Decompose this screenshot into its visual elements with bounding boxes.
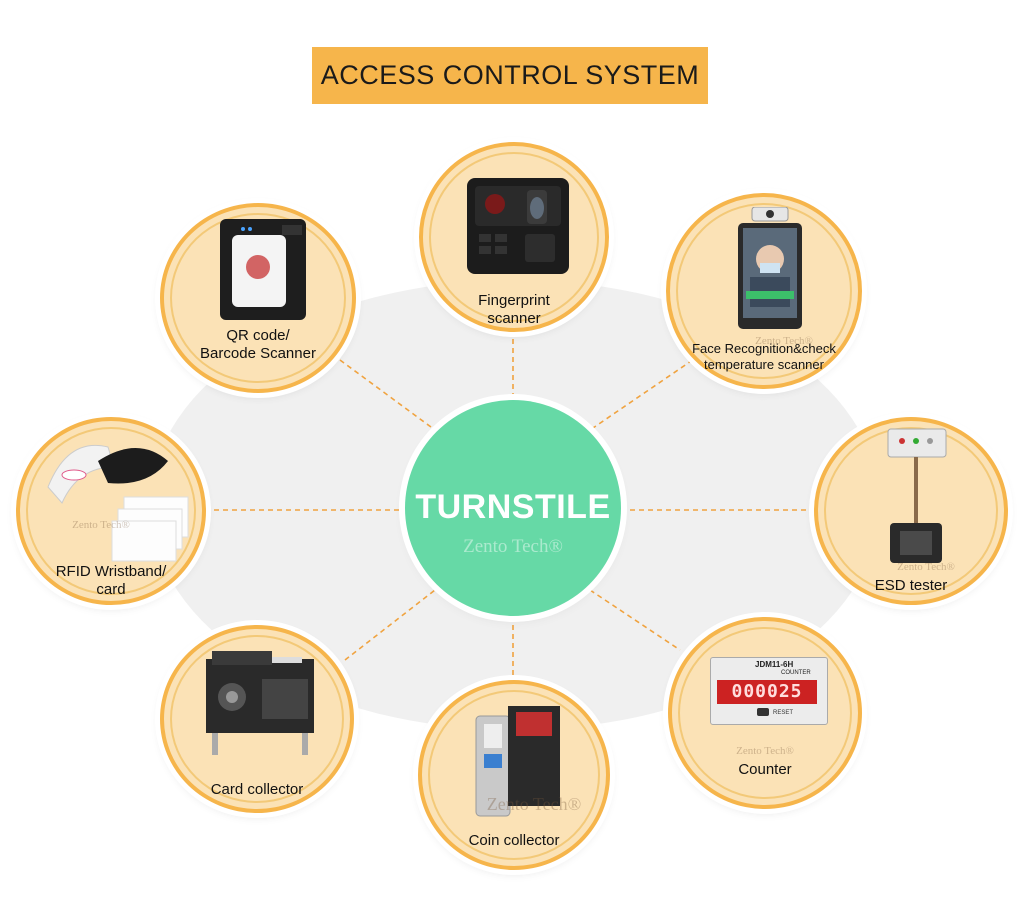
- counter-device: JDM11-6H COUNTER 000025 RESET: [710, 657, 828, 725]
- counter-reset-label: RESET: [773, 710, 794, 716]
- node-label: RFID Wristband/ card: [20, 563, 202, 599]
- label-line-2: temperature scanner: [704, 357, 824, 372]
- node-coin-collector: Zento Tech® Coin collector: [418, 680, 610, 870]
- label-line-1: QR code/: [226, 327, 290, 344]
- connector-card: [344, 589, 436, 661]
- label-line-1: Face Recognition&check: [692, 341, 836, 356]
- label-line-1: RFID Wristband/: [55, 563, 167, 580]
- node-qr-barcode-scanner: QR code/ Barcode Scanner: [160, 203, 356, 393]
- node-face-recognition: Face Recognition&check temperature scann…: [666, 193, 862, 389]
- watermark: Zento Tech®: [736, 745, 794, 757]
- node-esd-tester: Zento Tech® ESD tester: [814, 417, 1008, 605]
- counter-reset-button: [757, 708, 769, 716]
- connector-face: [589, 354, 701, 431]
- page-title-text: ACCESS CONTROL SYSTEM: [320, 60, 700, 90]
- rfid-card-wristband-icon: [47, 444, 189, 562]
- label-line-1: ESD tester: [874, 577, 948, 594]
- label-line-1: Coin collector: [468, 832, 560, 849]
- label-line-1: Counter: [738, 761, 792, 778]
- face-recognition-terminal-icon: [738, 207, 802, 329]
- counter-sub: COUNTER: [781, 670, 811, 676]
- label-line-1: Fingerprint: [478, 292, 550, 309]
- node-label: Face Recognition&check temperature scann…: [670, 341, 858, 373]
- watermark: Zento Tech®: [897, 561, 955, 573]
- label-line-2: scanner: [487, 310, 541, 327]
- node-rfid-wristband-card: Zento Tech® RFID Wristband/ card: [16, 417, 206, 605]
- counter-model: JDM11-6H: [755, 660, 794, 669]
- page-title: ACCESS CONTROL SYSTEM: [312, 47, 708, 104]
- card-collector-icon: [206, 651, 314, 755]
- label-line-2: Barcode Scanner: [200, 345, 316, 362]
- connector-counter: [589, 589, 681, 651]
- node-fingerprint-scanner: Fingerprint scanner: [419, 142, 609, 332]
- center-node-turnstile: TURNSTILE Zento Tech®: [405, 400, 621, 616]
- watermark: Zento Tech®: [72, 519, 130, 531]
- fingerprint-scanner-icon: [467, 178, 569, 274]
- label-line-1: Card collector: [210, 781, 304, 798]
- node-label: Fingerprint scanner: [423, 292, 605, 328]
- connector-qr: [339, 359, 436, 431]
- center-label: TURNSTILE: [415, 488, 611, 526]
- label-line-2: card: [96, 581, 126, 598]
- counter-display: 000025: [717, 680, 817, 704]
- center-watermark: Zento Tech®: [463, 536, 563, 557]
- node-label: QR code/ Barcode Scanner: [164, 327, 352, 363]
- node-label: Card collector: [164, 781, 350, 799]
- coin-collector-icon: [475, 706, 560, 817]
- watermark: Zento Tech®: [486, 794, 582, 814]
- esd-tester-icon: [887, 428, 947, 563]
- node-label: Coin collector: [422, 832, 606, 850]
- watermark: Zento Tech®: [755, 335, 813, 347]
- node-label: Counter: [672, 761, 858, 779]
- node-counter: JDM11-6H COUNTER 000025 RESET Zento Tech…: [668, 617, 862, 809]
- node-label: ESD tester: [818, 577, 1004, 595]
- qr-scanner-icon: [220, 219, 306, 320]
- node-card-collector: Card collector: [160, 625, 354, 813]
